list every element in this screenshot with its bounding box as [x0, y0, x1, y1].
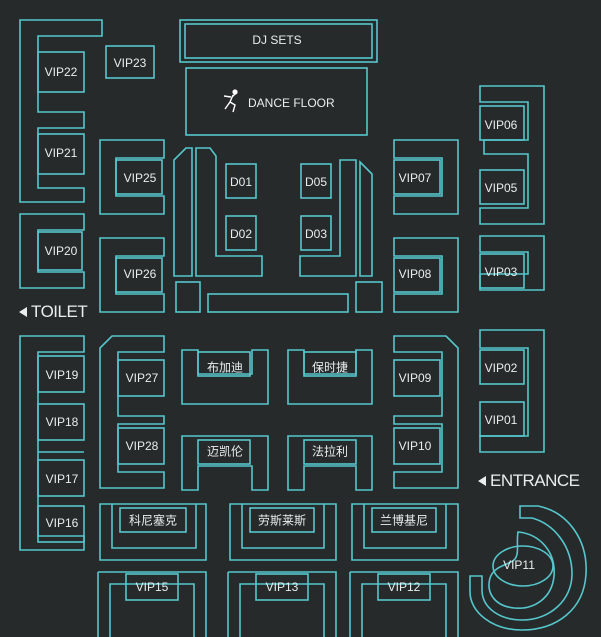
dancer-icon [223, 89, 238, 113]
vip25-label[interactable]: VIP25 [123, 171, 157, 185]
dj-sets-label: DJ SETS [252, 33, 302, 47]
vip27-label[interactable]: VIP27 [125, 371, 159, 385]
vip13-label[interactable]: VIP13 [265, 580, 299, 594]
dj-sets-booth [179, 19, 378, 63]
vip22-sofa [37, 51, 85, 93]
vip11-label[interactable]: VIP11 [503, 558, 535, 572]
vip02-label[interactable]: VIP02 [484, 361, 518, 375]
vip06-label[interactable]: VIP06 [484, 118, 518, 132]
vip07-booth [393, 139, 459, 215]
vip18-label[interactable]: VIP18 [45, 415, 79, 429]
vip26-booth [99, 237, 165, 313]
vip19-label[interactable]: VIP19 [45, 368, 79, 382]
vip05-label[interactable]: VIP05 [484, 181, 518, 195]
toilet-label: TOILET [31, 302, 88, 321]
vip01-label[interactable]: VIP01 [484, 413, 518, 427]
vip06-vip05-booth [479, 85, 545, 225]
vip12-label[interactable]: VIP12 [387, 580, 421, 594]
vip21-sofa [37, 133, 85, 175]
vip25-booth [99, 139, 165, 215]
ferrari-booth [287, 435, 373, 491]
vip23-label[interactable]: VIP23 [113, 56, 147, 70]
vip23-sofa [105, 45, 155, 79]
vip22-label[interactable]: VIP22 [44, 65, 78, 79]
vip26-label[interactable]: VIP26 [123, 267, 157, 281]
vip09-vip10-booth [393, 335, 459, 489]
vip28-label[interactable]: VIP28 [125, 439, 159, 453]
koenigsegg-label[interactable]: 科尼塞克 [128, 513, 178, 528]
ferrari-label[interactable]: 法拉利 [311, 444, 349, 459]
lamborghini-label[interactable]: 兰博基尼 [379, 513, 429, 528]
lamborghini-booth [351, 503, 459, 561]
vip03-booth [479, 235, 545, 291]
vip15-label[interactable]: VIP15 [135, 580, 169, 594]
bugatti-label[interactable]: 布加迪 [206, 360, 244, 375]
table-d01-label[interactable]: D01 [229, 175, 253, 189]
triangle-left-icon [19, 306, 27, 317]
ford-booth [229, 503, 337, 561]
vip08-booth [393, 237, 459, 313]
dance-floor-label: DANCE FLOOR [248, 96, 335, 110]
entrance-label: ENTRANCE [490, 471, 580, 490]
vip15-booth [97, 571, 207, 637]
center-stage-structure [173, 147, 383, 313]
koenigsegg-booth [99, 503, 207, 561]
vip09-label[interactable]: VIP09 [398, 371, 432, 385]
vip10-label[interactable]: VIP10 [398, 439, 432, 453]
mclaren-label[interactable]: 迈凯伦 [206, 444, 244, 459]
vip02-vip01-booth [479, 329, 545, 453]
dance-floor-area [185, 67, 368, 136]
vip07-label[interactable]: VIP07 [398, 171, 432, 185]
vip12-booth [349, 571, 459, 637]
vip27-vip28-booth [99, 335, 165, 489]
table-d03-label[interactable]: D03 [304, 227, 328, 241]
vip03-label[interactable]: VIP03 [484, 265, 518, 279]
vip13-booth [227, 571, 337, 637]
table-d02-label[interactable]: D02 [229, 227, 253, 241]
vip11-booth [469, 505, 587, 631]
triangle-left-icon [478, 475, 486, 486]
porsche-label[interactable]: 保时捷 [311, 360, 349, 375]
vip22-vip21-wall [19, 19, 103, 203]
toilet-sign: TOILET [19, 302, 88, 322]
vip20-label[interactable]: VIP20 [44, 244, 78, 258]
vip17-label[interactable]: VIP17 [45, 472, 79, 486]
table-d05-label[interactable]: D05 [304, 175, 328, 189]
vip21-label[interactable]: VIP21 [44, 146, 78, 160]
vip20-booth [19, 213, 85, 289]
vip16-label[interactable]: VIP16 [45, 516, 79, 530]
mclaren-booth [181, 435, 269, 491]
vip08-label[interactable]: VIP08 [398, 267, 432, 281]
ford-label[interactable]: 劳斯莱斯 [257, 513, 307, 528]
entrance-sign: ENTRANCE [478, 471, 580, 491]
